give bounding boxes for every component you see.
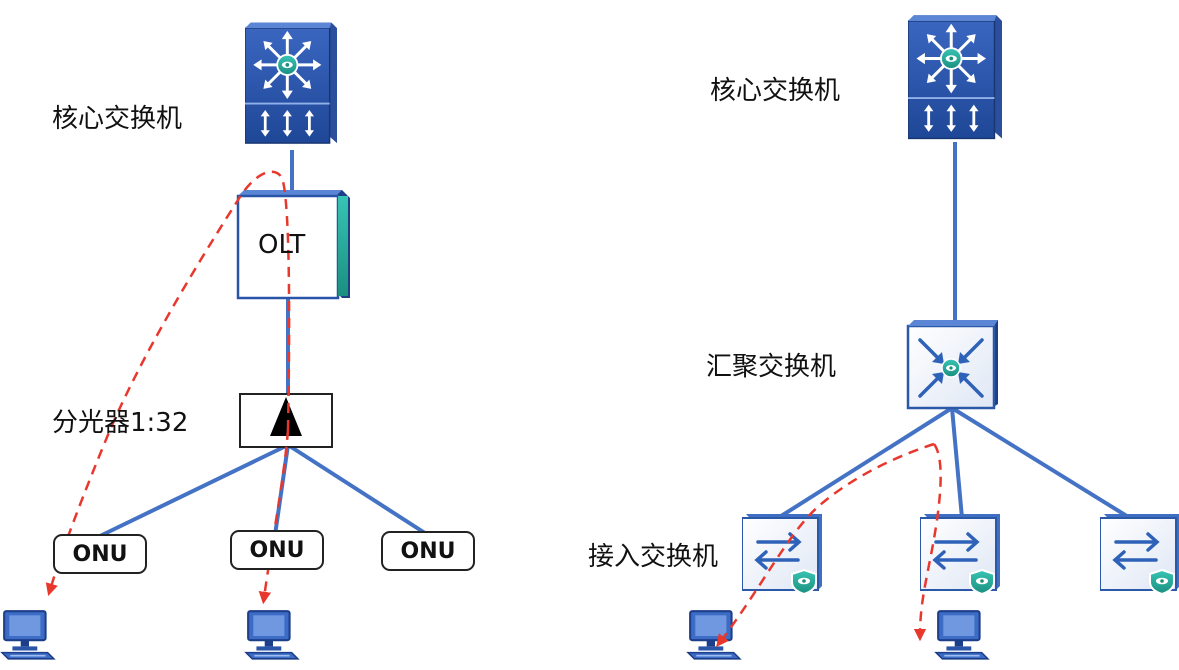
core-switch-icon [245, 20, 337, 145]
traffic-path-right-2 [913, 443, 942, 642]
link-agg-access2 [950, 407, 964, 519]
link-agg-access1 [776, 406, 954, 520]
pc-icon [686, 610, 741, 660]
traffic-path-left-1 [45, 170, 291, 596]
core-switch-icon [908, 13, 1002, 141]
onu-device: ONU [381, 531, 475, 571]
pc-icon [934, 610, 989, 660]
traffic-path-left-2 [258, 429, 290, 605]
pc-icon [244, 610, 299, 660]
core-switch-label: 核心交换机 [710, 76, 841, 106]
olt-icon [236, 190, 350, 300]
pc-icon [0, 610, 55, 660]
olt-label: OLT [258, 230, 306, 260]
aggregation-switch-icon [906, 320, 998, 410]
aggregation-switch-label: 汇聚交换机 [706, 352, 837, 382]
onu-device: ONU [230, 530, 324, 570]
link-splitter-onu1 [99, 443, 289, 538]
core-switch-label: 核心交换机 [52, 104, 183, 134]
access-switch-label: 接入交换机 [588, 542, 719, 572]
access-switch-icon [742, 514, 822, 594]
link-agg-access3 [950, 406, 1132, 520]
access-switch-icon [1100, 514, 1179, 594]
splitter-label: 分光器1:32 [52, 408, 189, 438]
link-splitter-onu3 [286, 443, 430, 537]
onu-device: ONU [53, 534, 147, 574]
traffic-path-right-1 [716, 442, 935, 647]
splitter-icon [239, 393, 333, 448]
